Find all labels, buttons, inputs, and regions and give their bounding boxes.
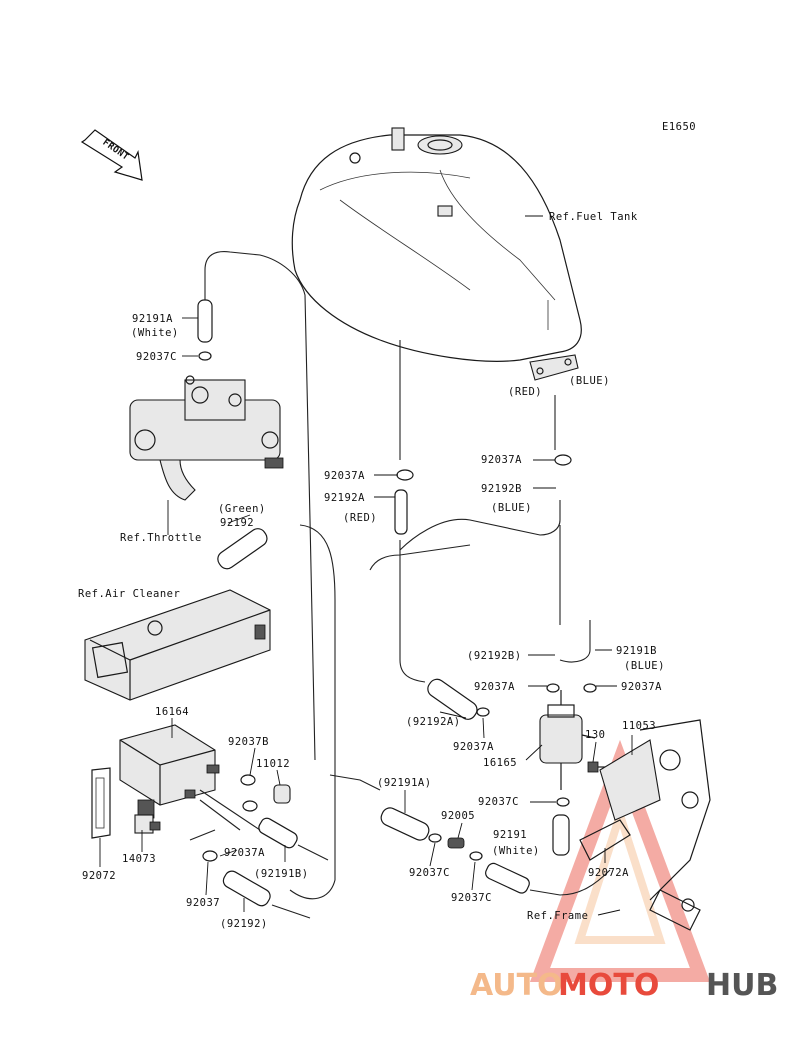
fuel-filter	[539, 690, 596, 790]
ref-air-cleaner: Ref.Air Cleaner	[78, 588, 180, 600]
hoses	[189, 251, 611, 919]
label-92037A-blue: 92037A	[481, 454, 522, 466]
label-92191B-paren: (92191B)	[254, 868, 309, 880]
label-92037: 92037	[186, 897, 220, 909]
watermark-hub: HUB	[706, 968, 778, 1003]
air-cleaner	[84, 589, 271, 701]
label-92192-green-1: (Green)	[218, 503, 266, 515]
front-arrow-icon	[80, 129, 143, 181]
label-14073: 14073	[122, 853, 156, 865]
valve-14073	[134, 799, 161, 834]
label-16164: 16164	[155, 706, 189, 718]
throttle-body	[129, 375, 284, 501]
watermark-text: AUTO MOTO HUB	[470, 968, 778, 1003]
watermark-auto: AUTO	[470, 968, 563, 1003]
ref-fuel-tank: Ref.Fuel Tank	[549, 211, 638, 223]
labels: E1650 FRONT Ref.Fuel Tank Ref.Throttle R…	[78, 121, 696, 930]
label-92037A-right: 92037A	[621, 681, 662, 693]
bracket-92072A	[579, 819, 631, 861]
label-92192-green-2: 92192	[220, 517, 254, 529]
label-11012: 11012	[256, 758, 290, 770]
label-92005: 92005	[441, 810, 475, 822]
label-red: (RED)	[508, 386, 542, 398]
label-16165: 16165	[483, 757, 517, 769]
ref-frame: Ref.Frame	[527, 910, 588, 922]
label-92037B: 92037B	[228, 736, 269, 748]
watermark-moto: MOTO	[558, 968, 659, 1003]
label-92192B-blue-1: 92192B	[481, 483, 522, 495]
frame-bracket	[599, 719, 711, 931]
clamps	[198, 351, 597, 862]
fuel-tank	[291, 127, 582, 381]
leader-lines	[99, 215, 633, 916]
label-130: 130	[585, 729, 605, 741]
label-92037A-red: 92037A	[324, 470, 365, 482]
label-92192A-red-1: 92192A	[324, 492, 365, 504]
watermark-logo	[529, 739, 711, 982]
label-92191-white-2: (White)	[492, 845, 540, 857]
label-92037C-low2: 92037C	[451, 892, 492, 904]
label-92192B-blue-2: (BLUE)	[491, 502, 532, 514]
canister	[119, 724, 220, 806]
label-92037C-top: 92037C	[136, 351, 177, 363]
label-92192A-paren: (92192A)	[406, 716, 461, 728]
label-92192B-paren: (92192B)	[467, 650, 522, 662]
label-92191B-blue-2: (BLUE)	[624, 660, 665, 672]
bracket-92072	[91, 767, 111, 839]
label-92037C-mid: 92037C	[478, 796, 519, 808]
label-92191A-white-2: (White)	[131, 327, 179, 339]
label-92191A-white-1: 92191A	[132, 313, 173, 325]
diagram-code: E1650	[662, 121, 696, 133]
ref-throttle: Ref.Throttle	[120, 532, 202, 544]
label-92072: 92072	[82, 870, 116, 882]
label-92192-paren: (92192)	[220, 918, 268, 930]
label-92037A-low: 92037A	[224, 847, 265, 859]
label-blue: (BLUE)	[569, 375, 610, 387]
label-11053: 11053	[622, 720, 656, 732]
label-92037C-low1: 92037C	[409, 867, 450, 879]
label-92191-white-1: 92191	[493, 829, 527, 841]
label-92037A-left: 92037A	[474, 681, 515, 693]
label-92192A-red-2: (RED)	[343, 512, 377, 524]
label-92191B-blue-1: 92191B	[616, 645, 657, 657]
label-92037A-mid: 92037A	[453, 741, 494, 753]
label-92191A-paren: (92191A)	[377, 777, 432, 789]
label-92072A: 92072A	[588, 867, 629, 879]
